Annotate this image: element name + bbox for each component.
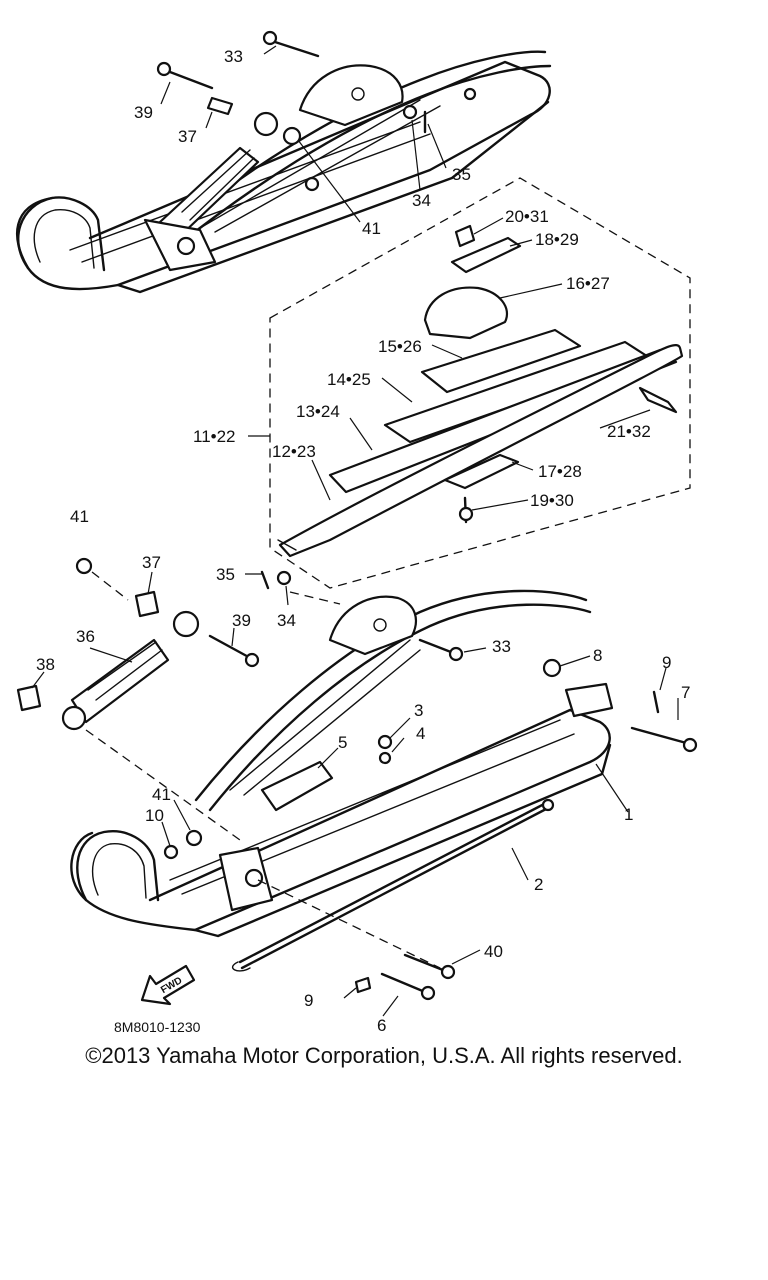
callout-10: 10 [145,806,164,825]
callout-6: 6 [377,1016,386,1035]
callout-8: 8 [593,646,602,665]
callout-9-right: 9 [662,653,671,672]
callout-35-top: 35 [452,165,471,184]
callout-39-top: 39 [134,103,153,122]
leaf-spring-exploded [269,177,691,589]
parts-diagram: 33 39 37 35 34 41 20•31 18•29 16•27 15•2… [15,30,698,1035]
callout-11-22: 11•22 [193,427,236,446]
callout-19-30: 19•30 [530,491,574,510]
leader-lines [31,45,679,1017]
callout-34-mid: 34 [277,611,296,630]
callout-5: 5 [338,733,347,752]
callout-41-mid: 41 [70,507,89,526]
callout-40: 40 [484,942,503,961]
callout-41-low: 41 [152,785,171,804]
assembled-ski-illustration [15,30,552,294]
callout-18-29: 18•29 [535,230,579,249]
callout-17-28: 17•28 [538,462,582,481]
callout-36: 36 [76,627,95,646]
callout-21-32: 21•32 [607,422,651,441]
callout-37-mid: 37 [142,553,161,572]
callout-33-mid: 33 [492,637,511,656]
copyright-notice: ©2013 Yamaha Motor Corporation, U.S.A. A… [85,1043,683,1068]
callout-16-27: 16•27 [566,274,610,293]
callout-20-31: 20•31 [505,207,549,226]
callout-2: 2 [534,875,543,894]
lower-ski-exploded [16,557,698,1001]
callout-7: 7 [681,683,690,702]
callout-34-top: 34 [412,191,431,210]
callout-1: 1 [624,805,633,824]
callout-3: 3 [414,701,423,720]
callout-37-top: 37 [178,127,197,146]
callout-39-mid: 39 [232,611,251,630]
callout-35-mid: 35 [216,565,235,584]
callout-41-top: 41 [362,219,381,238]
callout-4: 4 [416,724,425,743]
callout-13-24: 13•24 [296,402,340,421]
callout-33-top: 33 [224,47,243,66]
callout-15-26: 15•26 [378,337,422,356]
callout-12-23: 12•23 [272,442,316,461]
callout-9-low: 9 [304,991,313,1010]
callout-38: 38 [36,655,55,674]
diagram-code: 8M8010-1230 [114,1019,201,1035]
callout-14-25: 14•25 [327,370,371,389]
forward-arrow-icon: FWD [140,964,196,1006]
callout-labels: 33 39 37 35 34 41 20•31 18•29 16•27 15•2… [36,47,690,1035]
